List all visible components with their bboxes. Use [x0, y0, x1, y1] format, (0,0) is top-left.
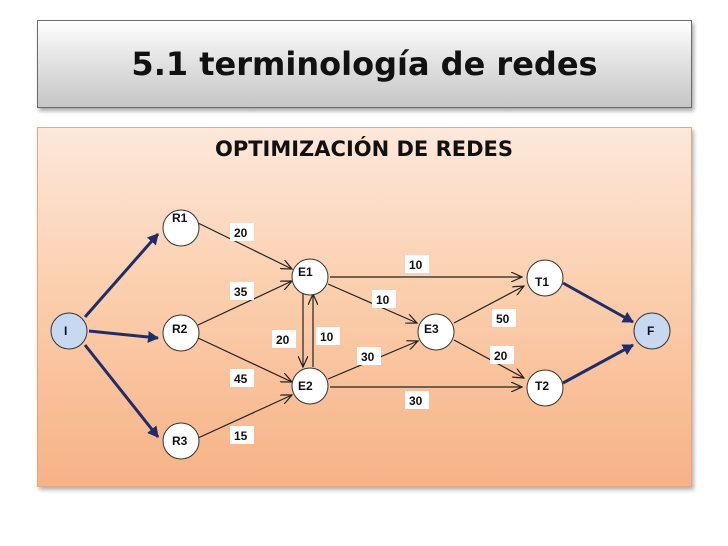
svg-text:T1: T1: [535, 275, 549, 289]
node-r2: R2: [162, 314, 200, 352]
weight-e1-e2: 20: [272, 330, 296, 348]
edge-i-r3: [83, 344, 160, 438]
svg-text:10: 10: [320, 330, 334, 344]
weight-r3-e2: 15: [230, 426, 254, 444]
svg-text:30: 30: [409, 394, 423, 408]
node-t2: T2: [526, 369, 564, 407]
svg-text:10: 10: [376, 293, 390, 307]
node-e1: E1: [291, 258, 329, 296]
svg-text:F: F: [647, 324, 654, 338]
node-t1: T1: [526, 259, 564, 297]
weight-e1-e3: 10: [372, 290, 396, 308]
weight-e2-e1: 10: [316, 327, 340, 345]
node-r1: R1: [162, 209, 200, 247]
svg-text:10: 10: [409, 258, 423, 272]
title-box: 5.1 terminología de redes: [37, 20, 692, 108]
node-e3: E3: [417, 313, 455, 351]
svg-text:E2: E2: [298, 379, 313, 393]
svg-text:E3: E3: [424, 322, 439, 336]
content-panel: [37, 127, 692, 487]
svg-text:35: 35: [234, 285, 248, 299]
edge-t2-f: [562, 343, 634, 385]
svg-text:30: 30: [361, 350, 375, 364]
edge-i-r1: [83, 233, 160, 318]
svg-text:20: 20: [494, 349, 508, 363]
svg-text:R2: R2: [172, 322, 188, 336]
weight-e3-t1: 50: [492, 309, 516, 327]
edge-r2-e1: [197, 281, 292, 326]
edge-r2-e2: [197, 337, 292, 382]
edge-r3-e2: [197, 395, 292, 439]
diagram-subtitle: OPTIMIZACIÓN DE REDES: [214, 137, 514, 161]
svg-text:20: 20: [276, 333, 290, 347]
weight-r2-e2: 45: [230, 369, 254, 387]
weight-r1-e1: 20: [230, 223, 254, 241]
weight-e1-t1: 10: [405, 255, 429, 273]
edge-i-r2: [88, 329, 159, 343]
edge-e3-t2: [453, 339, 524, 378]
edge-r1-e1: [197, 222, 292, 269]
edge-t1-f: [562, 281, 634, 324]
edge-e3-t1: [453, 286, 524, 324]
node-i: I: [50, 312, 88, 350]
svg-text:15: 15: [234, 429, 248, 443]
svg-text:E1: E1: [298, 265, 313, 279]
slide-title: 5.1 terminología de redes: [131, 45, 598, 83]
weight-e2-t2: 30: [405, 391, 429, 409]
weight-e3-t2: 20: [490, 346, 514, 364]
weight-r2-e1: 35: [230, 282, 254, 300]
svg-text:50: 50: [496, 312, 510, 326]
svg-text:R1: R1: [172, 211, 188, 225]
node-r3: R3: [162, 422, 200, 460]
svg-text:R3: R3: [172, 434, 188, 448]
svg-text:T2: T2: [535, 379, 549, 393]
svg-text:45: 45: [234, 372, 248, 386]
node-f: F: [633, 312, 671, 350]
weight-e2-e3: 30: [357, 347, 381, 365]
svg-text:20: 20: [234, 226, 248, 240]
svg-text:I: I: [64, 324, 67, 338]
node-e2: E2: [291, 367, 329, 405]
